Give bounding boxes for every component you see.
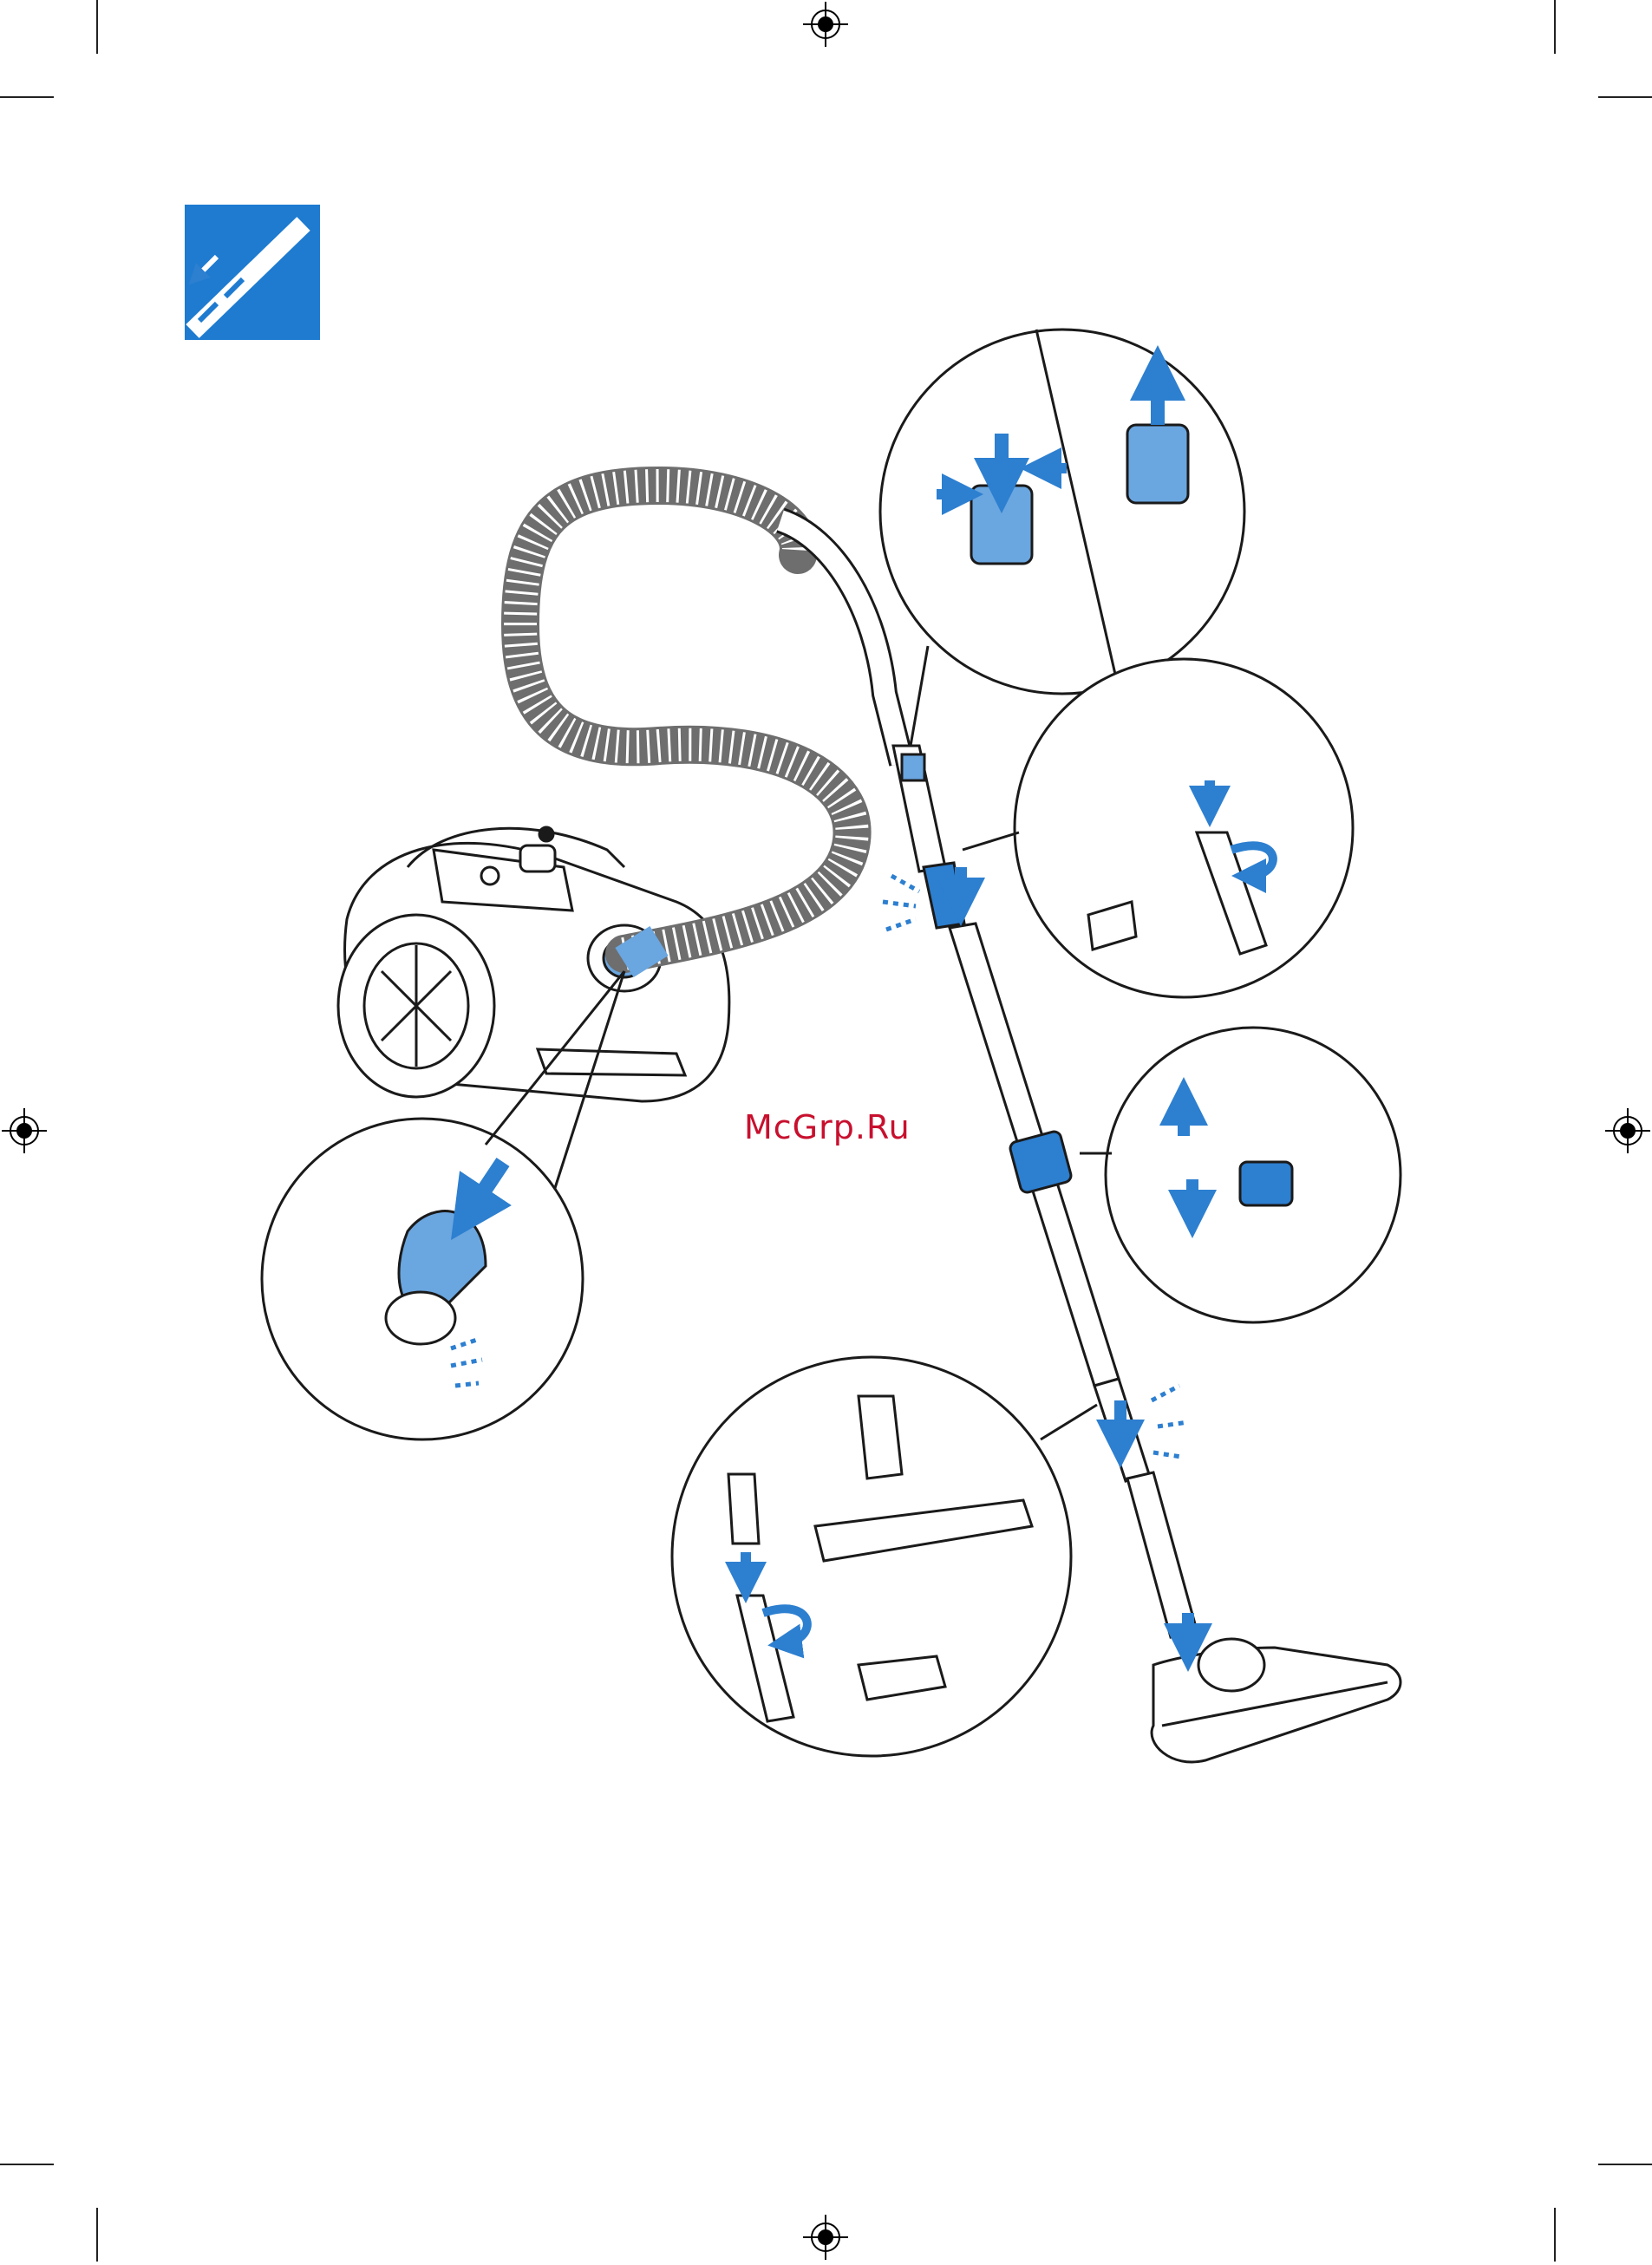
crosshair-icon	[1605, 1108, 1650, 1153]
floor-nozzle	[1152, 1639, 1401, 1762]
crosshair-icon	[2, 1108, 47, 1153]
crosshair-icon	[803, 2, 848, 47]
callout-crevice-tool	[963, 659, 1353, 997]
vacuum-body	[338, 827, 729, 1101]
watermark: McGrp.Ru	[744, 1108, 911, 1146]
hose-attach-icon	[185, 205, 320, 340]
callout-telescopic-adjust	[1080, 1028, 1401, 1322]
callout-floor-nozzle	[672, 1357, 1097, 1756]
crosshair-icon	[803, 2215, 848, 2260]
